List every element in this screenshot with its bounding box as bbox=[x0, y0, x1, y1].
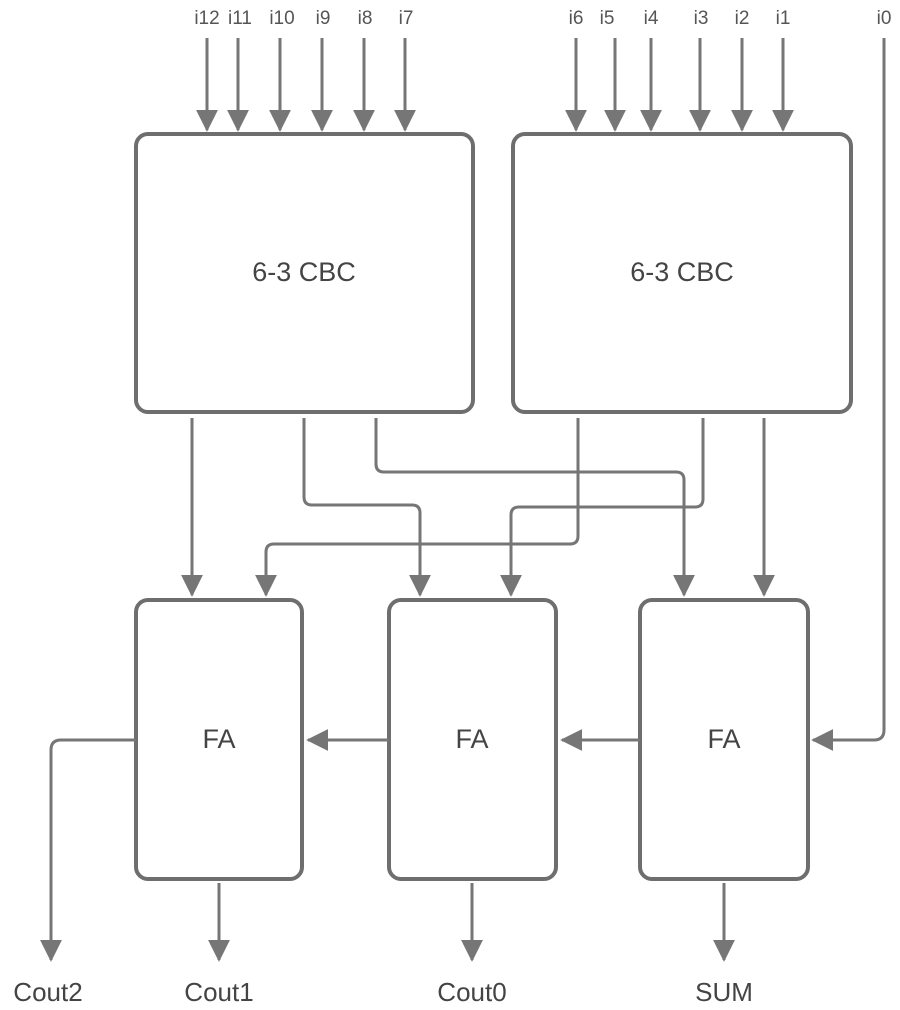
output-labels: Cout2 Cout1 Cout0 SUM bbox=[13, 977, 753, 1007]
output-label-cout1: Cout1 bbox=[184, 977, 253, 1007]
fa-left-label: FA bbox=[202, 724, 235, 754]
input-label-i0: i0 bbox=[877, 8, 892, 29]
left-cbc-input-arrows bbox=[196, 38, 416, 132]
input-label-i4: i4 bbox=[644, 8, 659, 29]
interconnect-wires bbox=[181, 418, 775, 597]
input-label-i10: i10 bbox=[269, 8, 294, 29]
input-label-i3: i3 bbox=[694, 8, 709, 29]
output-label-cout0: Cout0 bbox=[437, 977, 506, 1007]
fa-mid-label: FA bbox=[455, 724, 488, 754]
input-label-i9: i9 bbox=[316, 8, 331, 29]
output-wires bbox=[40, 738, 735, 962]
wire-i0 bbox=[811, 38, 886, 751]
input-label-i8: i8 bbox=[358, 8, 373, 29]
fa-right-label: FA bbox=[707, 724, 740, 754]
wire-rcbc-o1 bbox=[255, 418, 580, 597]
wire-rcbc-o2 bbox=[500, 418, 705, 597]
wire-out-cout2 bbox=[40, 738, 136, 962]
right-cbc-input-arrows bbox=[565, 38, 794, 132]
input-labels: i12 i11 i10 i9 i8 i7 i6 i5 i4 i3 i2 i1 i… bbox=[194, 8, 891, 29]
output-label-cout2: Cout2 bbox=[13, 977, 82, 1007]
input-label-i12: i12 bbox=[194, 8, 219, 29]
cbc-left-label: 6-3 CBC bbox=[252, 257, 356, 287]
input-label-i5: i5 bbox=[600, 8, 615, 29]
fa-left-block: FA bbox=[134, 598, 304, 881]
wire-lcbc-o2 bbox=[302, 418, 431, 597]
fa-right-block: FA bbox=[638, 598, 810, 881]
input-label-i6: i6 bbox=[569, 8, 584, 29]
fa-mid-block: FA bbox=[387, 598, 558, 881]
wire-lcbc-o3 bbox=[374, 418, 695, 597]
cbc-right-block: 6-3 CBC bbox=[511, 132, 853, 414]
input-label-i7: i7 bbox=[399, 8, 414, 29]
input-label-i2: i2 bbox=[735, 8, 750, 29]
input-label-i11: i11 bbox=[228, 8, 252, 29]
output-label-sum: SUM bbox=[695, 977, 753, 1007]
cbc-right-label: 6-3 CBC bbox=[630, 257, 734, 287]
cbc-left-block: 6-3 CBC bbox=[134, 132, 475, 414]
input-label-i1: i1 bbox=[776, 8, 791, 29]
